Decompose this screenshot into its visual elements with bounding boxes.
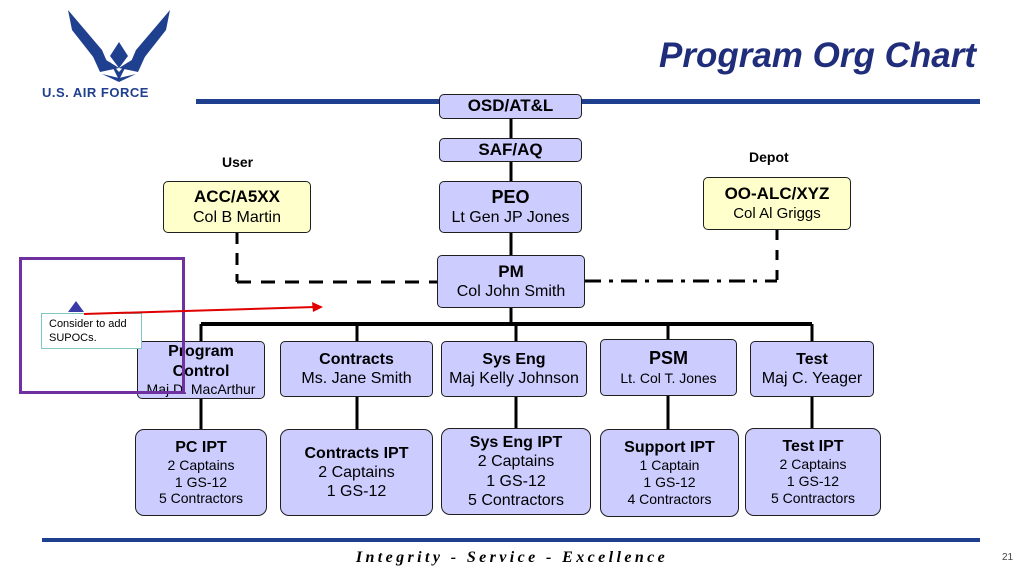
acc-box: ACC/A5XX Col B Martin xyxy=(163,181,311,233)
acc-name: Col B Martin xyxy=(192,208,282,226)
footer-motto: Integrity - Service - Excellence xyxy=(355,549,669,566)
ipt-line: 2 Captains xyxy=(477,453,555,471)
ipt-line: 4 Contractors xyxy=(627,490,712,507)
division-name: Ms. Jane Smith xyxy=(301,370,412,387)
division-title: PSM xyxy=(648,348,688,369)
footer-rule xyxy=(42,538,980,542)
page-title: Program Org Chart xyxy=(659,36,976,75)
pm-box: PM Col John Smith xyxy=(437,255,585,308)
saf-title: SAF/AQ xyxy=(478,139,543,159)
ipt-line: 5 Contractors xyxy=(467,491,565,509)
user-label: User xyxy=(222,154,254,170)
saf-box: SAF/AQ xyxy=(439,138,582,162)
ipt-line: 2 Captains xyxy=(318,463,395,481)
division-name: Maj C. Yeager xyxy=(761,370,863,387)
ipt-line: 5 Contractors xyxy=(158,490,244,507)
acc-title: ACC/A5XX xyxy=(194,187,280,207)
division-psm: PSM Lt. Col T. Jones xyxy=(600,339,737,396)
division-sys-eng: Sys Eng Maj Kelly Johnson xyxy=(441,341,587,397)
ipt-line: 2 Captains xyxy=(779,456,847,473)
osd-title: OSD/AT&L xyxy=(467,96,554,116)
oo-alc-title: OO-ALC/XYZ xyxy=(724,184,830,204)
usaf-wings-icon xyxy=(68,10,170,82)
division-program-control: Program Control Maj D. MacArthur xyxy=(137,341,265,399)
division-contracts: Contracts Ms. Jane Smith xyxy=(280,341,433,397)
ipt-line: 1 Captain xyxy=(639,457,700,474)
division-name: Lt. Col T. Jones xyxy=(620,369,717,386)
ipt-test: Test IPT 2 Captains 1 GS-12 5 Contractor… xyxy=(745,428,881,516)
peo-box: PEO Lt Gen JP Jones xyxy=(439,181,582,233)
depot-label: Depot xyxy=(749,149,789,165)
ipt-pc: PC IPT 2 Captains 1 GS-12 5 Contractors xyxy=(135,429,267,516)
ipt-contracts: Contracts IPT 2 Captains 1 GS-12 xyxy=(280,429,433,516)
division-title: Test xyxy=(796,350,828,368)
division-test: Test Maj C. Yeager xyxy=(750,341,874,397)
pm-title: PM xyxy=(498,261,524,281)
ipt-sys-eng: Sys Eng IPT 2 Captains 1 GS-12 5 Contrac… xyxy=(441,428,591,515)
ipt-line: 5 Contractors xyxy=(770,489,856,506)
header-rule xyxy=(196,99,980,104)
pm-name: Col John Smith xyxy=(456,283,566,301)
ipt-title: Test IPT xyxy=(782,438,844,456)
ipt-title: PC IPT xyxy=(175,438,227,456)
highlight-rectangle[interactable] xyxy=(19,257,185,394)
osd-box: OSD/AT&L xyxy=(439,94,582,119)
division-title: Sys Eng xyxy=(482,350,546,368)
comment-box[interactable]: Consider to add SUPOCs. xyxy=(41,313,142,349)
annotation-arrow[interactable] xyxy=(82,300,327,320)
ipt-line: 2 Captains xyxy=(167,456,235,473)
peo-title: PEO xyxy=(491,186,530,207)
ipt-support: Support IPT 1 Captain 1 GS-12 4 Contract… xyxy=(600,429,739,517)
peo-name: Lt Gen JP Jones xyxy=(451,209,570,227)
ipt-line: 1 GS-12 xyxy=(326,483,387,501)
ipt-title: Contracts IPT xyxy=(304,444,409,462)
comment-text: Consider to add SUPOCs. xyxy=(49,318,127,344)
ipt-line: 1 GS-12 xyxy=(486,472,546,490)
ipt-line: 1 GS-12 xyxy=(643,474,696,491)
ipt-line: 1 GS-12 xyxy=(786,473,840,490)
comment-marker-icon[interactable] xyxy=(67,300,85,314)
ipt-title: Support IPT xyxy=(624,439,715,457)
usaf-logo: U.S. AIR FORCE xyxy=(42,6,197,100)
oo-alc-name: Col Al Griggs xyxy=(733,204,821,222)
logo-text: U.S. AIR FORCE xyxy=(42,85,149,100)
division-name: Maj Kelly Johnson xyxy=(449,370,579,387)
page-number: 21 xyxy=(1002,552,1014,563)
division-title: Contracts xyxy=(319,350,394,368)
oo-alc-box: OO-ALC/XYZ Col Al Griggs xyxy=(703,177,851,230)
ipt-title: Sys Eng IPT xyxy=(469,434,563,452)
ipt-line: 1 GS-12 xyxy=(174,473,228,490)
